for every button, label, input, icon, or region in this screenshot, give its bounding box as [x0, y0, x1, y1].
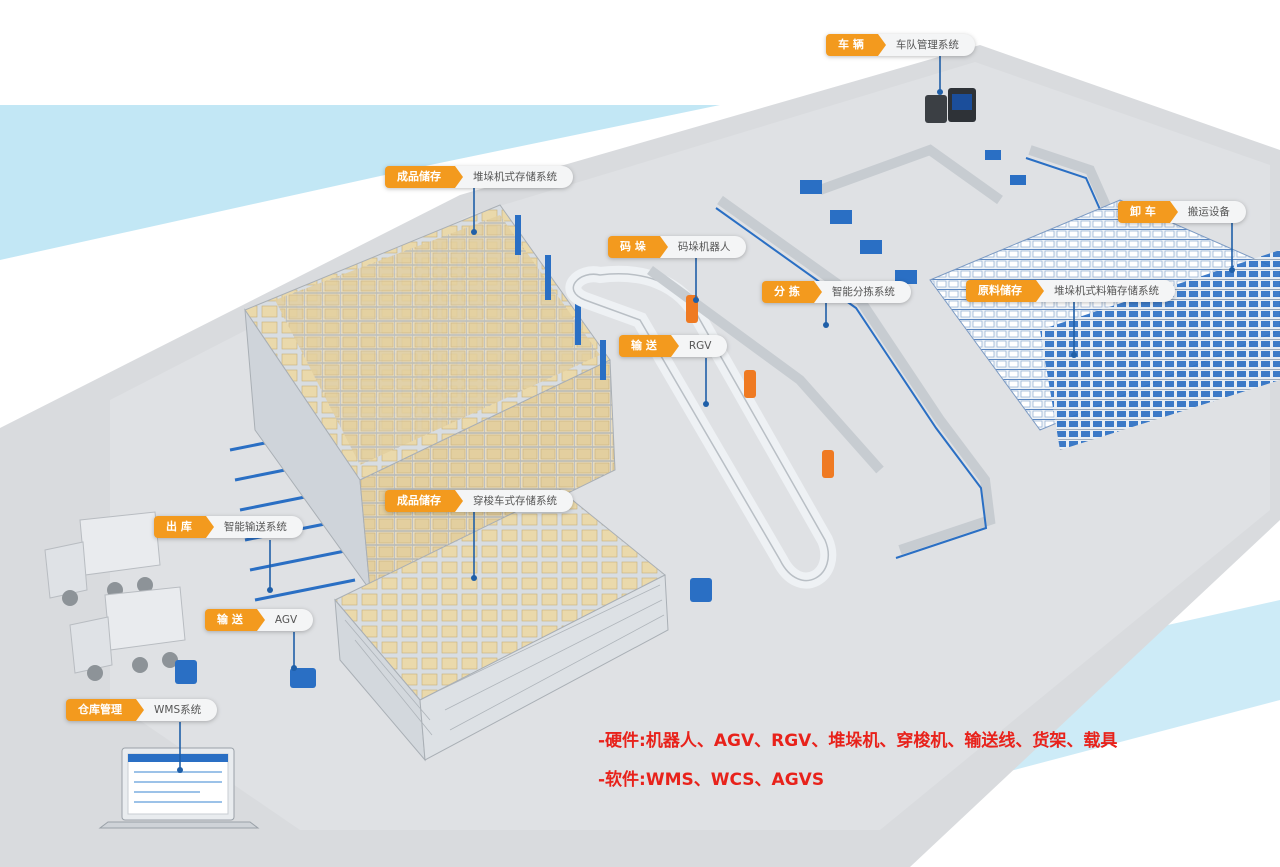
agvs — [175, 578, 712, 688]
callout-tag: 卸 车 — [1118, 201, 1178, 223]
callout-leader-dots — [177, 89, 1235, 773]
callout-palletizing: 码 垛 码垛机器人 — [608, 236, 747, 258]
callout-label: 堆垛机式存储系统 — [455, 166, 573, 188]
hardware-footnote: -硬件:机器人、AGV、RGV、堆垛机、穿梭机、输送线、货架、载具 — [598, 731, 1118, 751]
callout-warehouse-management: 仓库管理 WMS系统 — [66, 699, 218, 721]
callout-tag: 成品储存 — [385, 490, 463, 512]
top-left-blue-band — [0, 105, 720, 260]
callout-tag: 输 送 — [205, 609, 265, 631]
callout-label: 穿梭车式存储系统 — [455, 490, 573, 512]
callout-label: AGV — [256, 609, 314, 631]
callout-label: RGV — [670, 335, 728, 357]
callout-conveying-rgv: 输 送 RGV — [619, 335, 728, 357]
wms-laptop — [98, 747, 260, 829]
callout-label: 堆垛机式料箱存储系统 — [1036, 280, 1175, 302]
callout-label: WMS系统 — [136, 699, 218, 721]
stacker-blue-masts — [515, 215, 606, 380]
callout-outbound: 出 库 智能输送系统 — [154, 516, 303, 538]
callout-finished-storage-stacker: 成品储存 堆垛机式存储系统 — [385, 166, 573, 188]
callout-tag: 原料储存 — [966, 280, 1044, 302]
callout-tag: 车 辆 — [826, 34, 886, 56]
software-footnote: -软件:WMS、WCS、AGVS — [598, 770, 825, 790]
stacker-rack-face — [275, 215, 600, 465]
callout-leaders — [179, 55, 1233, 770]
callout-raw-storage: 原料储存 堆垛机式料箱存储系统 — [966, 280, 1175, 302]
callout-tag: 出 库 — [154, 516, 214, 538]
callout-tag: 码 垛 — [608, 236, 668, 258]
shuttle-rack-side — [419, 574, 669, 761]
callout-label: 智能分拣系统 — [813, 281, 911, 303]
callout-tag: 分 拣 — [762, 281, 822, 303]
shuttle-rack-grid — [344, 584, 665, 736]
callout-conveying-agv: 输 送 AGV — [205, 609, 314, 631]
callout-label: 搬运设备 — [1169, 201, 1246, 223]
callout-sorting: 分 拣 智能分拣系统 — [762, 281, 911, 303]
callout-finished-storage-shuttle: 成品储存 穿梭车式存储系统 — [385, 490, 573, 512]
fleet-devices — [925, 88, 976, 123]
callout-tag: 输 送 — [619, 335, 679, 357]
stacker-rack-side — [359, 359, 616, 591]
callout-label: 码垛机器人 — [659, 236, 747, 258]
palletizing-robots — [686, 295, 834, 478]
callout-unloading: 卸 车 搬运设备 — [1118, 201, 1246, 223]
callout-tag: 成品储存 — [385, 166, 463, 188]
truck-2 — [69, 586, 186, 681]
callout-label: 车队管理系统 — [877, 34, 975, 56]
callout-tag: 仓库管理 — [66, 699, 144, 721]
callout-vehicle: 车 辆 车队管理系统 — [826, 34, 975, 56]
sorting-stations — [800, 150, 1026, 284]
conveyor-lines — [647, 144, 1135, 555]
callout-label: 智能输送系统 — [205, 516, 303, 538]
bin-rack-front — [1040, 250, 1280, 450]
